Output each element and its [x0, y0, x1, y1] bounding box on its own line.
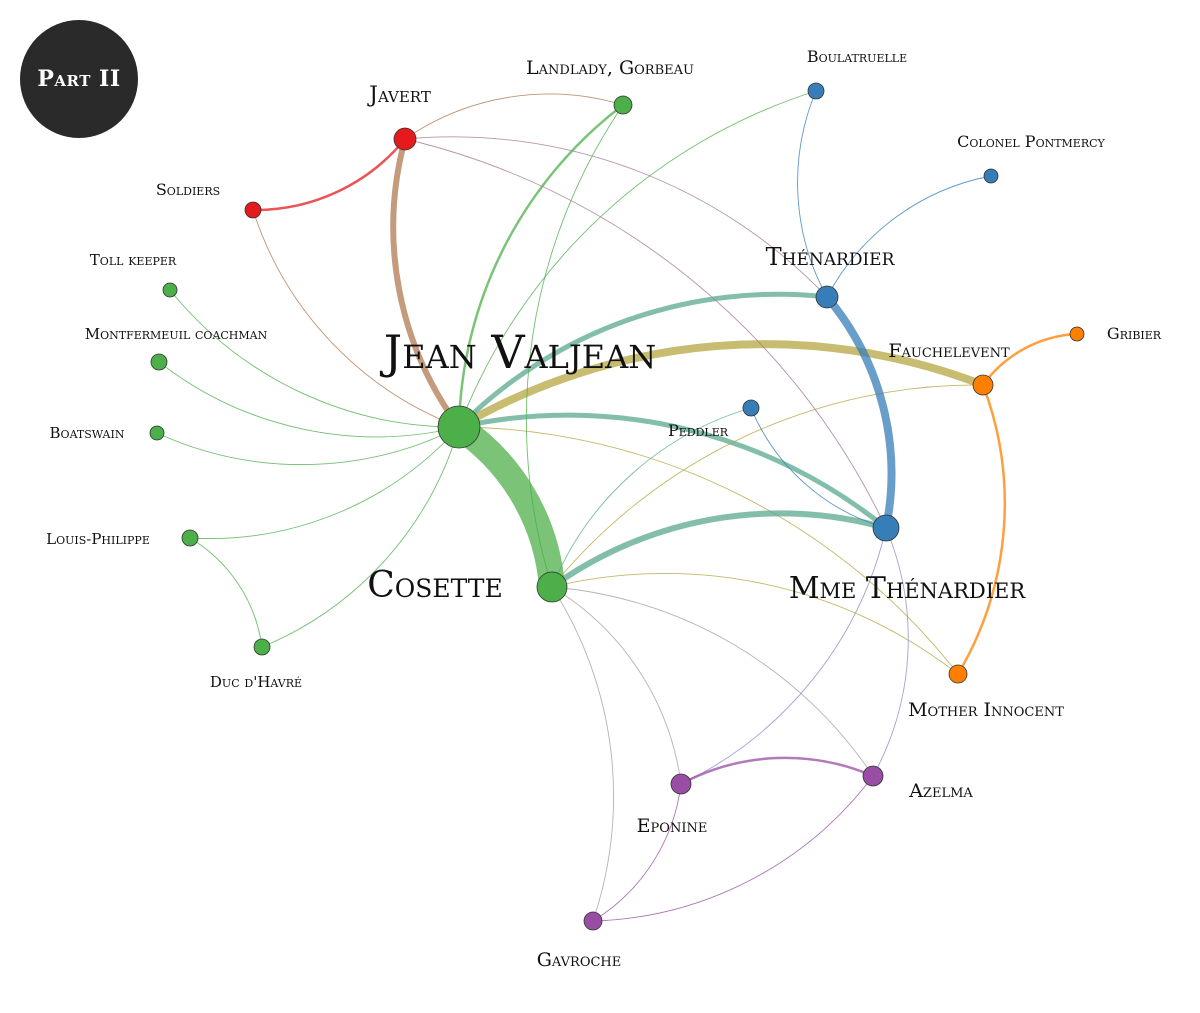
node-soldiers[interactable] — [244, 201, 262, 219]
part-badge: Part II — [20, 20, 138, 138]
link-valjean-boulatruelle — [458, 90, 817, 428]
node-mother[interactable] — [948, 664, 968, 684]
part-badge-label: Part II — [37, 66, 121, 92]
node-fauchelevent[interactable] — [972, 374, 994, 396]
link-valjean-mother — [458, 426, 959, 675]
label-azelma: Azelma — [908, 780, 973, 802]
link-azelma-gavroche — [592, 775, 874, 922]
node-eponine[interactable] — [670, 773, 692, 795]
link-valjean-mme_thenardier — [456, 412, 889, 531]
node-azelma[interactable] — [862, 765, 884, 787]
link-valjean-fauchelevent — [455, 340, 987, 431]
link-cosette-peddler — [551, 407, 752, 588]
link-cosette-mme_thenardier — [549, 510, 889, 590]
link-mme_thenardier-peddler — [750, 407, 887, 529]
node-duc[interactable] — [253, 638, 271, 656]
label-coachman: Montfermeuil coachman — [85, 325, 268, 343]
label-valjean: Jean Valjean — [380, 325, 656, 379]
label-peddler: Peddler — [668, 421, 729, 440]
link-fauchelevent-mother — [956, 383, 1007, 676]
link-javert-thenardier — [404, 136, 828, 298]
node-coachman[interactable] — [150, 353, 168, 371]
label-mother: Mother Innocent — [908, 699, 1064, 721]
label-fauchelevent: Fauchelevent — [888, 340, 1010, 362]
node-valjean[interactable] — [437, 405, 481, 449]
link-mme_thenardier-eponine — [680, 527, 887, 785]
node-thenardier[interactable] — [815, 285, 839, 309]
label-landlady: Landlady, Gorbeau — [526, 57, 694, 79]
node-gribier[interactable] — [1069, 326, 1085, 342]
label-mme_thenardier: Mme Thénardier — [789, 571, 1027, 606]
link-valjean-duc — [261, 426, 460, 648]
label-javert: Javert — [367, 83, 431, 108]
label-soldiers: Soldiers — [156, 180, 220, 199]
node-louis[interactable] — [181, 529, 199, 547]
label-thenardier: Thénardier — [766, 243, 896, 271]
link-valjean-boatswain — [156, 426, 460, 466]
label-gavroche: Gavroche — [537, 949, 622, 971]
link-cosette-eponine — [551, 586, 682, 785]
link-valjean-landlady — [457, 103, 625, 429]
label-toll: Toll keeper — [90, 251, 177, 269]
node-colonel[interactable] — [983, 168, 999, 184]
link-valjean-louis — [189, 426, 460, 539]
link-javert-soldiers — [251, 137, 407, 212]
link-cosette-landlady — [525, 104, 624, 588]
label-boulatruelle: Boulatruelle — [807, 47, 907, 66]
link-thenardier-boulatruelle — [797, 90, 828, 298]
label-cosette: Cosette — [367, 565, 502, 606]
node-landlady[interactable] — [613, 95, 633, 115]
node-toll[interactable] — [162, 282, 178, 298]
label-colonel: Colonel Pontmercy — [957, 132, 1105, 151]
link-thenardier-mme_thenardier — [823, 293, 896, 532]
link-cosette-azelma — [551, 586, 874, 777]
nodes-layer — [149, 82, 1085, 931]
link-valjean-soldiers — [252, 209, 460, 428]
link-valjean-toll — [169, 289, 460, 428]
link-javert-mme_thenardier — [404, 138, 887, 529]
link-eponine-azelma — [679, 756, 875, 786]
link-cosette-fauchelevent — [551, 384, 984, 588]
label-boatswain: Boatswain — [50, 424, 125, 442]
label-eponine: Eponine — [637, 815, 708, 837]
node-javert[interactable] — [393, 127, 417, 151]
link-valjean-thenardier — [456, 291, 830, 430]
link-cosette-gavroche — [551, 586, 615, 922]
link-valjean-javert — [390, 136, 462, 430]
node-cosette[interactable] — [536, 571, 568, 603]
link-mme_thenardier-azelma — [872, 527, 909, 777]
link-louis-duc — [189, 537, 263, 648]
node-peddler[interactable] — [742, 399, 760, 417]
node-gavroche[interactable] — [583, 911, 603, 931]
link-fauchelevent-gribier — [981, 332, 1079, 387]
label-duc: Duc d'Havré — [210, 673, 302, 691]
link-valjean-cosette — [446, 414, 565, 600]
link-eponine-gavroche — [592, 783, 682, 922]
link-thenardier-colonel — [826, 175, 992, 298]
node-boulatruelle[interactable] — [807, 82, 825, 100]
label-gribier: Gribier — [1107, 324, 1162, 343]
label-louis: Louis-Philippe — [46, 530, 150, 548]
link-valjean-coachman — [158, 361, 460, 438]
node-boatswain[interactable] — [149, 425, 165, 441]
node-mme_thenardier[interactable] — [872, 514, 900, 542]
links-layer — [156, 90, 1079, 922]
link-javert-landlady — [404, 93, 624, 140]
